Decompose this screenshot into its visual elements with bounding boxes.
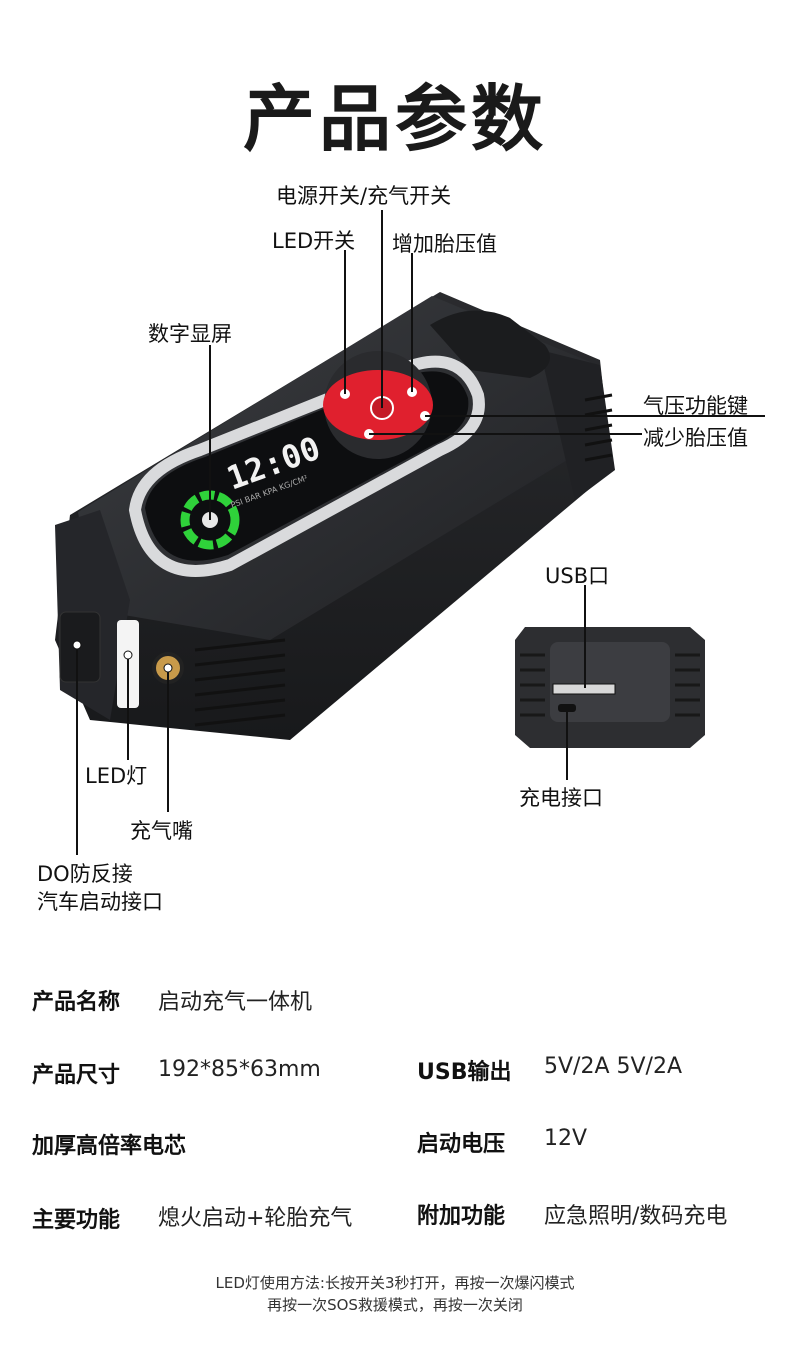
label-decrease-pressure: 减少胎压值 bbox=[643, 426, 748, 450]
spec-extra-val: 应急照明/数码充电 bbox=[544, 1204, 728, 1229]
spec-voltage-key: 启动电压 bbox=[417, 1132, 506, 1157]
label-pressure-function: 气压功能键 bbox=[643, 394, 748, 418]
page-title: 产品参数 bbox=[242, 77, 547, 161]
spec-size-val: 192*85*63mm bbox=[158, 1057, 321, 1082]
callout-lines bbox=[76, 210, 765, 855]
usb-side-view bbox=[515, 627, 705, 748]
label-increase-pressure: 增加胎压值 bbox=[392, 232, 497, 256]
spec-extra-key: 附加功能 bbox=[417, 1204, 506, 1229]
spec-usb-key: USB输出 bbox=[417, 1060, 512, 1085]
button-cluster[interactable] bbox=[323, 351, 433, 459]
top-pad bbox=[430, 310, 550, 378]
label-charge-port: 充电接口 bbox=[519, 786, 603, 810]
label-do-line1: DO防反接 bbox=[37, 862, 133, 886]
usage-note-line2: 再按一次SOS救援模式，再按一次关闭 bbox=[267, 1296, 523, 1314]
product-diagram: 12:00 PSI BAR KPA KG/CM² bbox=[55, 210, 765, 855]
spec-name-val: 启动充气一体机 bbox=[158, 990, 313, 1015]
spec-battery-key: 加厚高倍率电芯 bbox=[32, 1134, 187, 1159]
spec-usb-val: 5V/2A 5V/2A bbox=[544, 1054, 683, 1079]
spec-function-key: 主要功能 bbox=[32, 1208, 121, 1233]
label-led-switch: LED开关 bbox=[272, 229, 356, 253]
label-usb-port: USB口 bbox=[545, 564, 610, 588]
spec-name-key: 产品名称 bbox=[32, 990, 121, 1015]
usage-note-line1: LED灯使用方法:长按开关3秒打开，再按一次爆闪模式 bbox=[215, 1274, 575, 1292]
label-led-light: LED灯 bbox=[85, 764, 148, 788]
label-do-line2: 汽车启动接口 bbox=[37, 890, 163, 914]
label-digital-display: 数字显屏 bbox=[148, 322, 232, 346]
label-power-switch: 电源开关/充气开关 bbox=[276, 184, 452, 208]
spec-voltage-val: 12V bbox=[544, 1126, 588, 1151]
label-nozzle: 充气嘴 bbox=[130, 819, 193, 843]
callout-dots bbox=[72, 640, 173, 673]
spec-function-val: 熄火启动+轮胎充气 bbox=[158, 1206, 353, 1231]
spec-size-key: 产品尺寸 bbox=[32, 1063, 121, 1088]
